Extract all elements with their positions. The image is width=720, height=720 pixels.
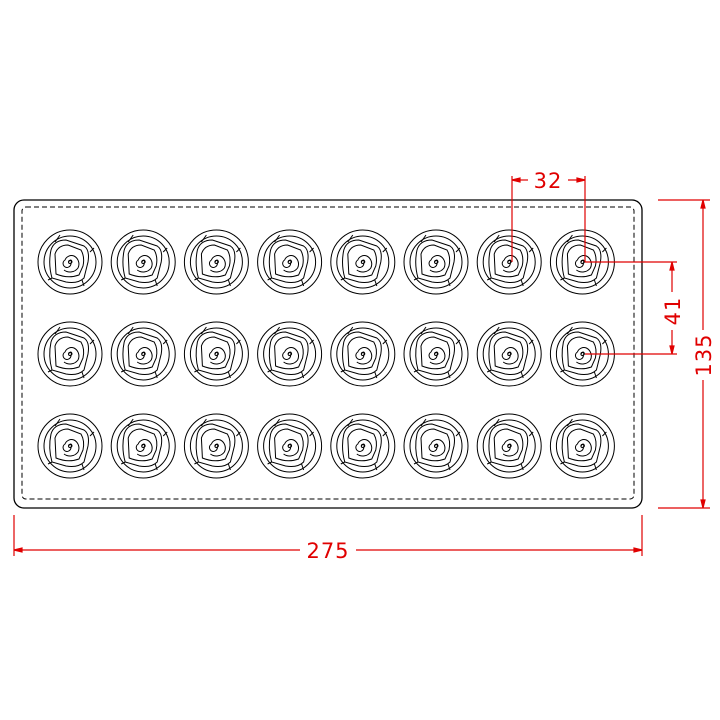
rose-cavity — [549, 413, 615, 479]
rose-cavity — [403, 321, 469, 387]
overall-width-label: 275 — [306, 539, 349, 563]
rose-cavity — [37, 321, 103, 387]
rose-cavity — [37, 413, 103, 479]
rose-cavity — [37, 229, 103, 295]
rose-cavity — [476, 413, 542, 479]
rose-cavity — [183, 321, 249, 387]
column-pitch-label: 32 — [534, 169, 563, 193]
tray-outline — [13, 199, 643, 509]
rose-cavity — [110, 229, 176, 295]
tray-inner-dashed-outline — [21, 206, 635, 500]
rose-cavity — [476, 321, 542, 387]
rose-cavity — [183, 413, 249, 479]
row-pitch-label: 41 — [661, 297, 685, 326]
rose-cavity — [330, 413, 396, 479]
rose-cavity — [257, 413, 323, 479]
rose-cavity — [183, 229, 249, 295]
rose-cavity — [330, 321, 396, 387]
rose-cavity — [257, 321, 323, 387]
dimension-lines — [13, 176, 710, 556]
rose-cavity — [476, 229, 542, 295]
rose-cavity — [257, 229, 323, 295]
rose-cavity — [110, 413, 176, 479]
overall-height-label: 135 — [692, 333, 716, 376]
rose-cavity — [110, 321, 176, 387]
rose-cavity — [403, 229, 469, 295]
rose-cavity — [330, 229, 396, 295]
cavity-grid — [37, 229, 615, 479]
rose-cavity — [403, 413, 469, 479]
